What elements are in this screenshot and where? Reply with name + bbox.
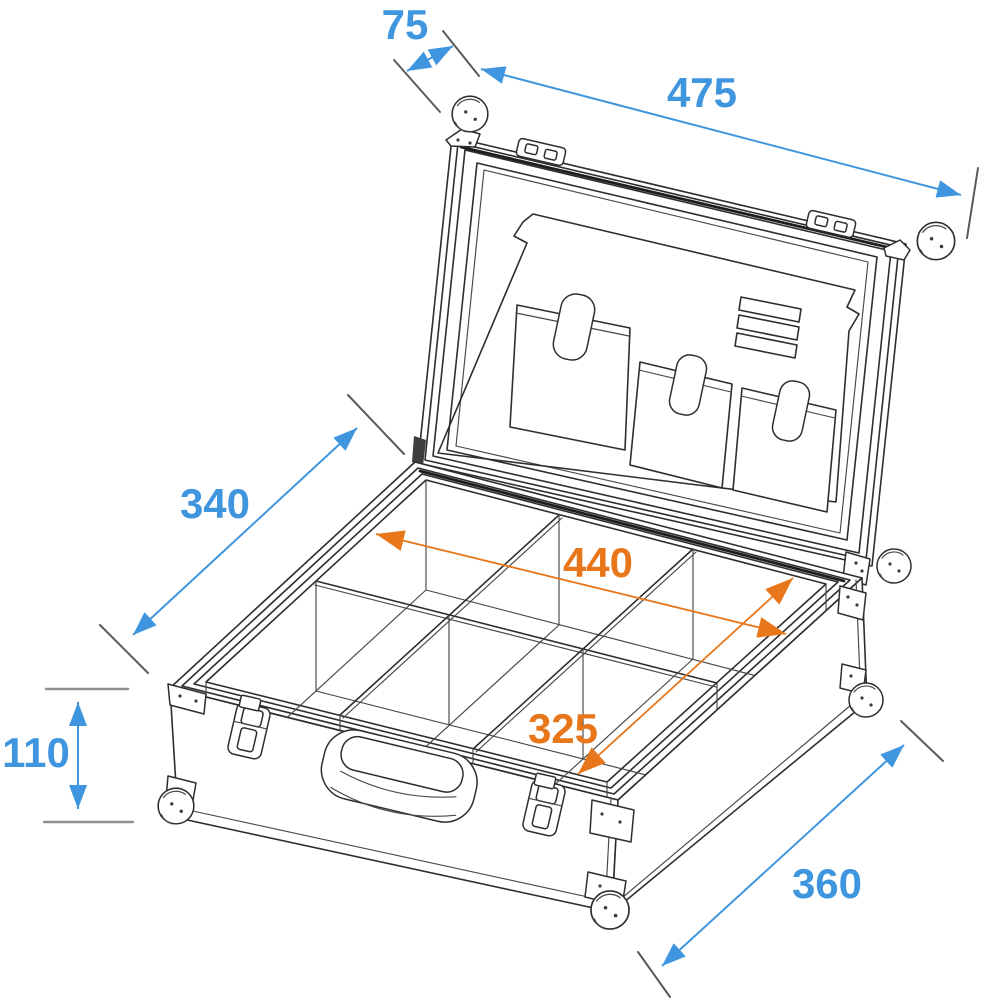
extension-line: [966, 167, 979, 239]
dimension-label: 325: [528, 705, 598, 752]
pocket-thumb-tab: [552, 293, 596, 361]
extension-line: [347, 394, 405, 455]
dimension-label: 75: [382, 1, 429, 48]
dimension-325: 325: [528, 577, 794, 775]
dimension-label: 440: [563, 539, 633, 586]
carry-handle: [320, 729, 478, 823]
dimension-110: 110: [2, 687, 135, 824]
dimension-line: [480, 66, 962, 198]
dimension-360: 360: [637, 720, 944, 998]
dimension-line: [132, 427, 358, 636]
dimension-label: 110: [2, 729, 70, 776]
dimension-label: 340: [180, 480, 250, 527]
extension-line: [442, 30, 480, 77]
lid-ball-corner: [916, 221, 956, 261]
dimension-line: [661, 744, 905, 967]
pocket-thumb-tab: [668, 354, 708, 416]
ball-corner-foot: [848, 682, 884, 718]
ball-corner-foot: [590, 890, 630, 930]
extension-line: [637, 951, 671, 998]
dimension-line: [406, 45, 454, 72]
dimension-475: 475: [480, 66, 979, 239]
flight-case-lid: [412, 95, 956, 586]
dimension-340: 340: [99, 394, 405, 674]
lid-document-pocket-right: [732, 380, 837, 513]
lid-foam-panel: [437, 213, 860, 503]
dimension-line: [577, 577, 794, 775]
lid-document-pocket-large: [509, 293, 631, 451]
ball-corner-foot: [157, 787, 195, 825]
extension-line: [900, 720, 944, 762]
lid-corner-plate: [883, 239, 911, 261]
lid-document-pocket-middle: [629, 354, 733, 489]
lid-ball-corner: [451, 95, 489, 133]
lid-slat-holder: [734, 296, 802, 359]
lid-ball-corner: [876, 548, 912, 584]
latch-keeper: [533, 772, 557, 790]
extension-line: [99, 624, 149, 674]
dimension-label: 360: [792, 860, 862, 907]
lid-inner-frame: [446, 162, 878, 541]
dimension-75: 75: [382, 1, 480, 113]
dimension-annotations: 75 475 340 440 325 110: [2, 1, 979, 998]
hinge-bracket-left: [412, 436, 426, 466]
extension-line: [393, 59, 441, 113]
dimension-label: 475: [667, 69, 737, 116]
pocket-thumb-tab: [771, 380, 811, 442]
latch-keeper: [238, 694, 262, 712]
